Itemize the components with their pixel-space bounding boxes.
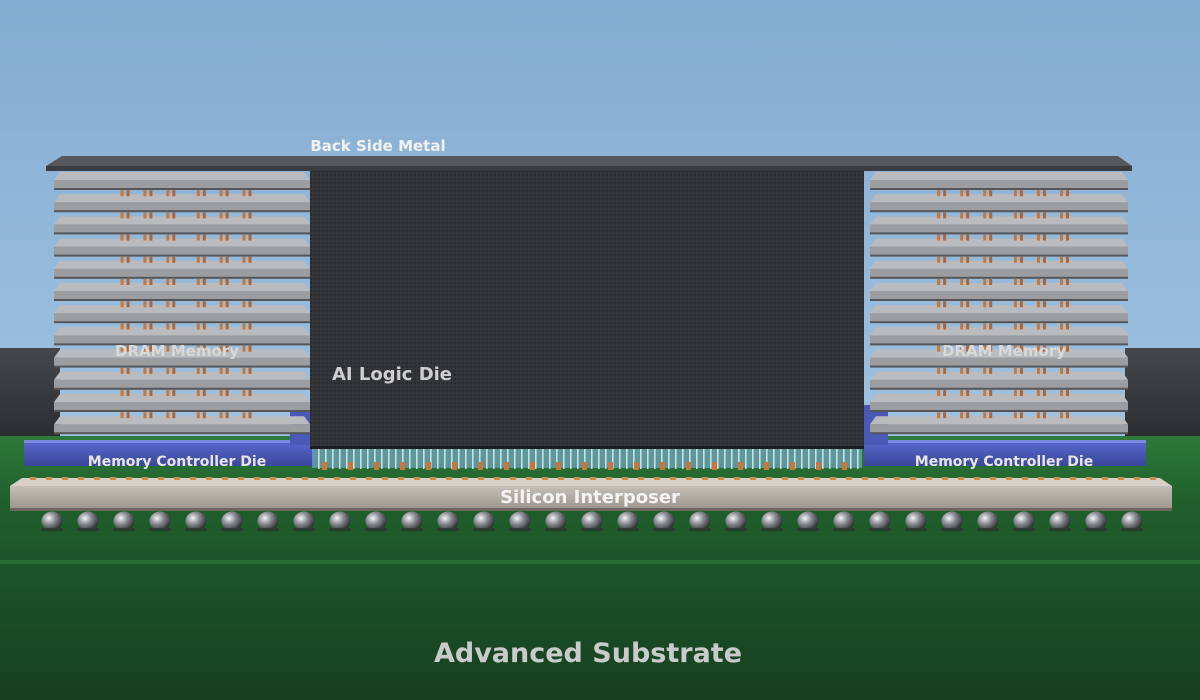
solder-ball [77, 511, 99, 531]
dram-memory-label-left: DRAM Memory [115, 342, 239, 360]
dram-layer [54, 345, 310, 368]
ai-logic-die [310, 166, 864, 448]
dram-layer [54, 279, 310, 301]
solder-ball [1085, 511, 1107, 531]
solder-ball [905, 511, 927, 531]
dram-layer [870, 390, 1128, 412]
solder-ball [293, 511, 315, 531]
silicon-interposer-label: Silicon Interposer [500, 487, 680, 508]
dram-layer [54, 234, 310, 257]
dram-layer [54, 256, 310, 279]
solder-ball [725, 511, 747, 531]
dram-layer [54, 212, 310, 235]
solder-ball [689, 511, 711, 531]
solder-ball [581, 511, 603, 531]
dram-layer [870, 301, 1128, 324]
dram-layer [870, 172, 1128, 190]
dram-stack-right [870, 172, 1128, 435]
solder-ball [365, 511, 387, 531]
interposer-bumps [30, 477, 1156, 480]
dram-layer [54, 412, 310, 435]
solder-ball [797, 511, 819, 531]
ai-logic-die-edge [310, 446, 864, 449]
memory-controller-die-label-left: Memory Controller Die [88, 454, 266, 470]
dram-layer [870, 212, 1128, 235]
back-side-metal [46, 156, 1132, 171]
dram-layer [54, 390, 310, 412]
solder-ball [617, 511, 639, 531]
solder-ball [1013, 511, 1035, 531]
solder-ball-row [41, 511, 1143, 531]
solder-ball [437, 511, 459, 531]
silicon-interposer [10, 478, 1172, 511]
solder-ball [113, 511, 135, 531]
dram-layer [54, 367, 310, 390]
solder-ball [185, 511, 207, 531]
memory-controller-die-right [864, 405, 1146, 466]
dram-memory-label-right: DRAM Memory [942, 342, 1066, 360]
dram-layer [870, 279, 1128, 301]
solder-ball [761, 511, 783, 531]
solder-ball [509, 511, 531, 531]
solder-ball [653, 511, 675, 531]
solder-ball [149, 511, 171, 531]
solder-ball [473, 511, 495, 531]
memory-controller-die-label-right: Memory Controller Die [915, 454, 1093, 470]
solder-ball [545, 511, 567, 531]
background-block-right [1125, 348, 1200, 440]
dram-layer [54, 172, 310, 190]
solder-ball [833, 511, 855, 531]
dram-layer [870, 234, 1128, 257]
solder-ball [329, 511, 351, 531]
solder-ball [257, 511, 279, 531]
logic-die-micro-bumps [312, 446, 862, 470]
solder-ball [1049, 511, 1071, 531]
solder-ball [941, 511, 963, 531]
background-block-left [0, 348, 60, 440]
dram-layer [870, 323, 1128, 346]
solder-ball [221, 511, 243, 531]
ai-logic-die-label: AI Logic Die [332, 364, 452, 385]
solder-ball [869, 511, 891, 531]
solder-ball [1121, 511, 1143, 531]
dram-layer [54, 323, 310, 346]
dram-layer [870, 190, 1128, 213]
dram-layer [54, 190, 310, 213]
dram-layer [870, 256, 1128, 279]
dram-layer [54, 301, 310, 324]
solder-ball [41, 511, 63, 531]
dram-layer [870, 345, 1128, 368]
dram-layer [870, 412, 1128, 435]
solder-ball [977, 511, 999, 531]
back-side-metal-label: Back Side Metal [310, 137, 445, 155]
solder-ball [401, 511, 423, 531]
dram-stack-left [54, 172, 310, 435]
dram-layer [870, 367, 1128, 390]
advanced-substrate-label: Advanced Substrate [434, 638, 742, 669]
